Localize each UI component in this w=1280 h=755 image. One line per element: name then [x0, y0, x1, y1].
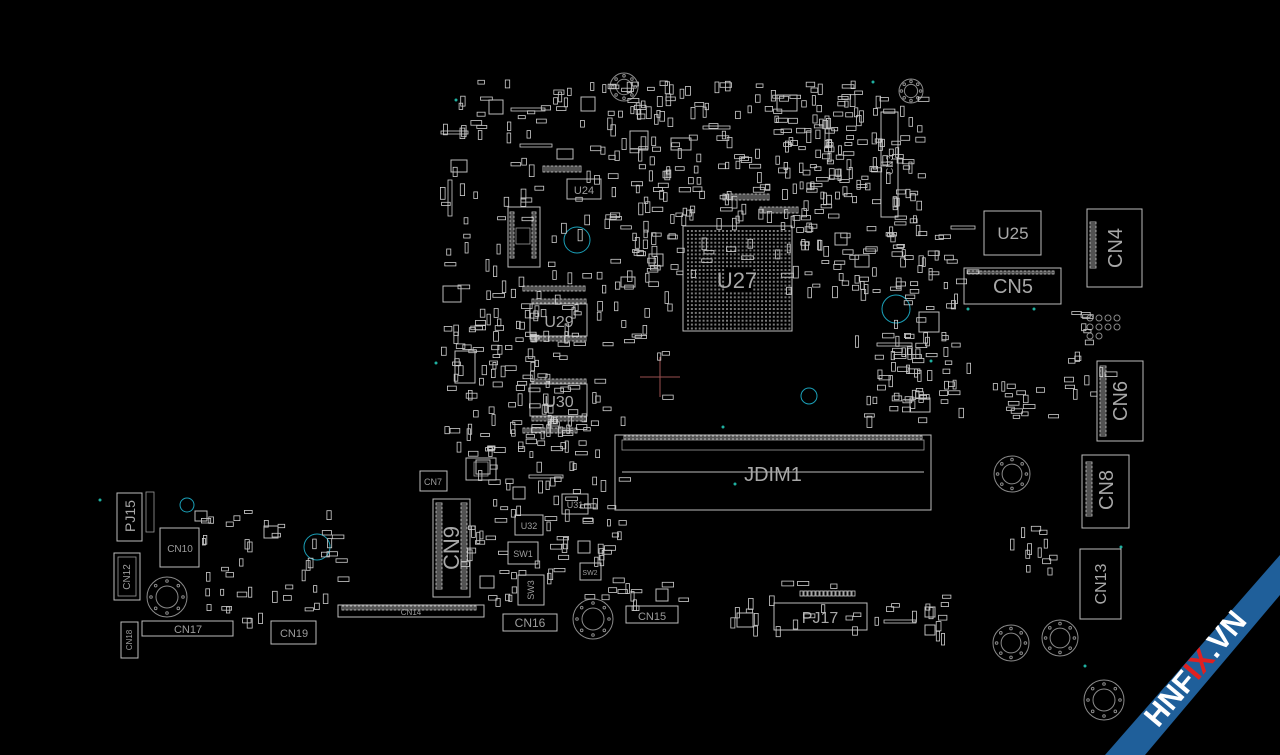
- label-cn17: CN17: [174, 624, 202, 636]
- connector-cn4[interactable]: CN4: [1086, 208, 1143, 288]
- origin-crosshair: [640, 357, 680, 397]
- label-u30: U30: [544, 394, 573, 411]
- passive-components: [194, 79, 1118, 646]
- label-cn14: CN14: [401, 608, 422, 617]
- pj17-pins: [799, 590, 856, 597]
- cn6-pins: [1099, 365, 1107, 437]
- label-cn8: CN8: [1096, 470, 1118, 510]
- chip-u-upper-left[interactable]: [507, 206, 541, 268]
- mounting-holes: [179, 226, 911, 561]
- cn14-pins: [341, 605, 477, 611]
- label-cn19: CN19: [280, 628, 308, 640]
- connector-cn8[interactable]: CN8: [1081, 454, 1130, 529]
- connector-cn15[interactable]: CN15: [625, 605, 679, 624]
- u27-ball-grid: [687, 230, 791, 330]
- label-cn6: CN6: [1110, 381, 1132, 421]
- label-sw2: SW2: [582, 570, 597, 577]
- connector-cn17[interactable]: CN17: [141, 620, 234, 637]
- label-sw3: SW3: [526, 580, 536, 600]
- label-cn9: CN9: [439, 526, 464, 570]
- switch-sw3[interactable]: SW3: [517, 574, 545, 606]
- chip-pins: [509, 211, 537, 259]
- connector-cn19[interactable]: CN19: [270, 620, 317, 645]
- connector-cn13[interactable]: CN13: [1079, 548, 1122, 620]
- label-cn4: CN4: [1105, 228, 1127, 268]
- label-u29: U29: [544, 314, 573, 331]
- cn5-pins: [967, 270, 1055, 275]
- label-cn18: CN18: [125, 629, 134, 650]
- screw-holes: [146, 72, 1125, 721]
- label-u24: U24: [574, 185, 594, 197]
- label-jdim1: JDIM1: [744, 464, 802, 486]
- label-sw1: SW1: [513, 549, 533, 559]
- connector-cn7[interactable]: CN7: [419, 470, 448, 492]
- connector-cn18[interactable]: CN18: [120, 621, 139, 659]
- label-pj15: PJ15: [122, 500, 138, 532]
- label-cn15: CN15: [638, 611, 666, 623]
- label-u27: U27: [717, 268, 757, 293]
- label-cn3: CN3: [885, 155, 896, 175]
- label-pj17: PJ17: [802, 610, 839, 627]
- label-u25: U25: [997, 224, 1028, 243]
- label-cn12: CN12: [122, 564, 133, 590]
- cn9-pins: [435, 502, 468, 590]
- slot-jdim1[interactable]: JDIM1: [614, 434, 932, 511]
- cn4-pins: [1089, 221, 1097, 269]
- power-jack-pj17[interactable]: PJ17: [773, 590, 868, 631]
- jdim1-pins: [623, 435, 923, 440]
- label-cn10: CN10: [167, 544, 193, 555]
- connector-cn16[interactable]: CN16: [502, 613, 558, 632]
- chip-u27[interactable]: U27: [682, 225, 793, 332]
- chip-u32[interactable]: U32: [514, 514, 544, 536]
- power-jack-pj15[interactable]: PJ15: [116, 491, 155, 542]
- watermark-text: HNFIX.VN: [1138, 605, 1253, 733]
- label-cn13: CN13: [1093, 563, 1110, 604]
- connector-cn5[interactable]: CN5: [963, 267, 1062, 305]
- connector-cn3[interactable]: CN3: [880, 111, 899, 218]
- switch-sw1[interactable]: SW1: [507, 541, 539, 565]
- watermark-logo: HNFIX.VN: [1105, 555, 1280, 755]
- label-u32: U32: [521, 521, 538, 531]
- cn8-pins: [1085, 461, 1093, 517]
- chip-u25[interactable]: U25: [983, 210, 1042, 256]
- switch-sw2[interactable]: SW2: [579, 562, 602, 581]
- vias: [98, 80, 1123, 668]
- connector-cn12[interactable]: CN12: [113, 552, 141, 601]
- label-cn16: CN16: [515, 616, 546, 630]
- connector-cn6[interactable]: CN6: [1096, 360, 1144, 442]
- chip-u24[interactable]: U24: [566, 178, 602, 200]
- connector-cn9[interactable]: CN9: [432, 498, 471, 598]
- label-cn5: CN5: [993, 276, 1033, 298]
- connector-cn10[interactable]: CN10: [159, 527, 200, 568]
- label-cn7: CN7: [424, 477, 442, 487]
- label-u31: U31: [567, 500, 584, 510]
- connector-cn14[interactable]: CN14: [337, 604, 485, 618]
